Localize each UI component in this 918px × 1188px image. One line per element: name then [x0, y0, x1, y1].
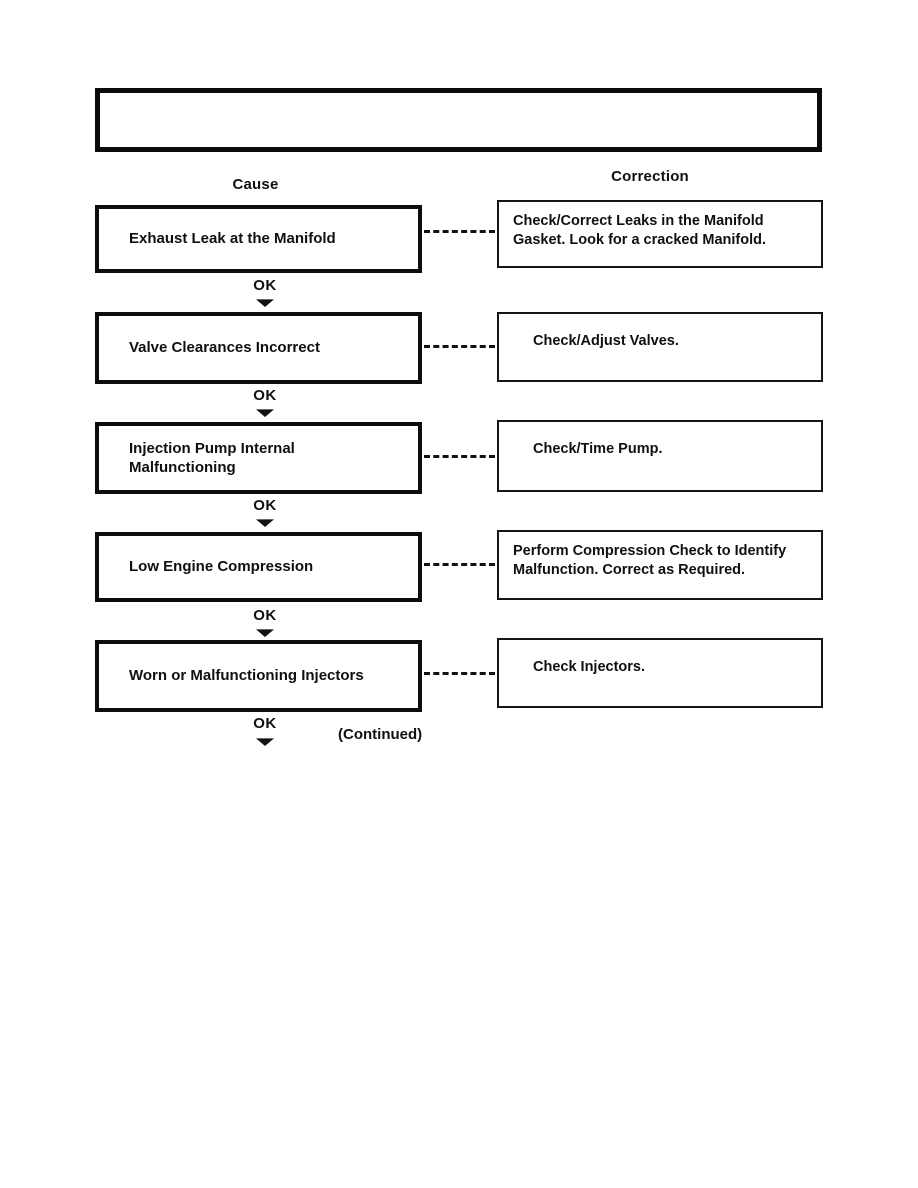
- correction-box: Check/Time Pump.: [497, 420, 823, 492]
- ok-label: OK: [253, 387, 277, 404]
- cause-text: Worn or Malfunctioning Injectors: [129, 667, 364, 685]
- title-box: [95, 88, 822, 152]
- correction-text: Check Injectors.: [533, 659, 646, 675]
- cause-text: Valve Clearances Incorrect: [129, 339, 320, 357]
- cause-box: Exhaust Leak at the Manifold: [95, 205, 422, 273]
- dashed-connector: [424, 345, 495, 348]
- down-arrow-icon: [256, 629, 274, 637]
- down-arrow-icon: [256, 409, 274, 417]
- correction-box: Check Injectors.: [497, 638, 823, 708]
- cause-text: Injection Pump Internal Malfunctioning: [129, 439, 295, 477]
- down-arrow-icon: [256, 519, 274, 527]
- ok-label: OK: [253, 277, 277, 294]
- cause-box: Worn or Malfunctioning Injectors: [95, 640, 422, 712]
- correction-box: Check/Adjust Valves.: [497, 312, 823, 382]
- correction-text: Perform Compression Check to Identify Ma…: [513, 543, 787, 579]
- down-arrow-icon: [256, 738, 274, 746]
- dashed-connector: [424, 672, 495, 675]
- correction-box: Perform Compression Check to Identify Ma…: [497, 530, 823, 600]
- dashed-connector: [424, 455, 495, 458]
- cause-text: Low Engine Compression: [129, 558, 314, 576]
- cause-box: Low Engine Compression: [95, 532, 422, 602]
- correction-text: Check/Correct Leaks in the Manifold Gask…: [513, 213, 767, 249]
- correction-text: Check/Adjust Valves.: [533, 333, 679, 349]
- correction-text: Check/Time Pump.: [533, 441, 663, 457]
- ok-label: OK: [253, 715, 277, 732]
- dashed-connector: [424, 230, 495, 233]
- column-header-correction: Correction: [611, 168, 689, 185]
- cause-text: Exhaust Leak at the Manifold: [129, 230, 336, 248]
- ok-label: OK: [253, 607, 277, 624]
- column-header-cause: Cause: [232, 176, 279, 193]
- dashed-connector: [424, 563, 495, 566]
- cause-box: Injection Pump Internal Malfunctioning: [95, 422, 422, 494]
- cause-box: Valve Clearances Incorrect: [95, 312, 422, 384]
- down-arrow-icon: [256, 299, 274, 307]
- continued-label: (Continued): [338, 726, 423, 743]
- ok-label: OK: [253, 497, 277, 514]
- correction-box: Check/Correct Leaks in the Manifold Gask…: [497, 200, 823, 268]
